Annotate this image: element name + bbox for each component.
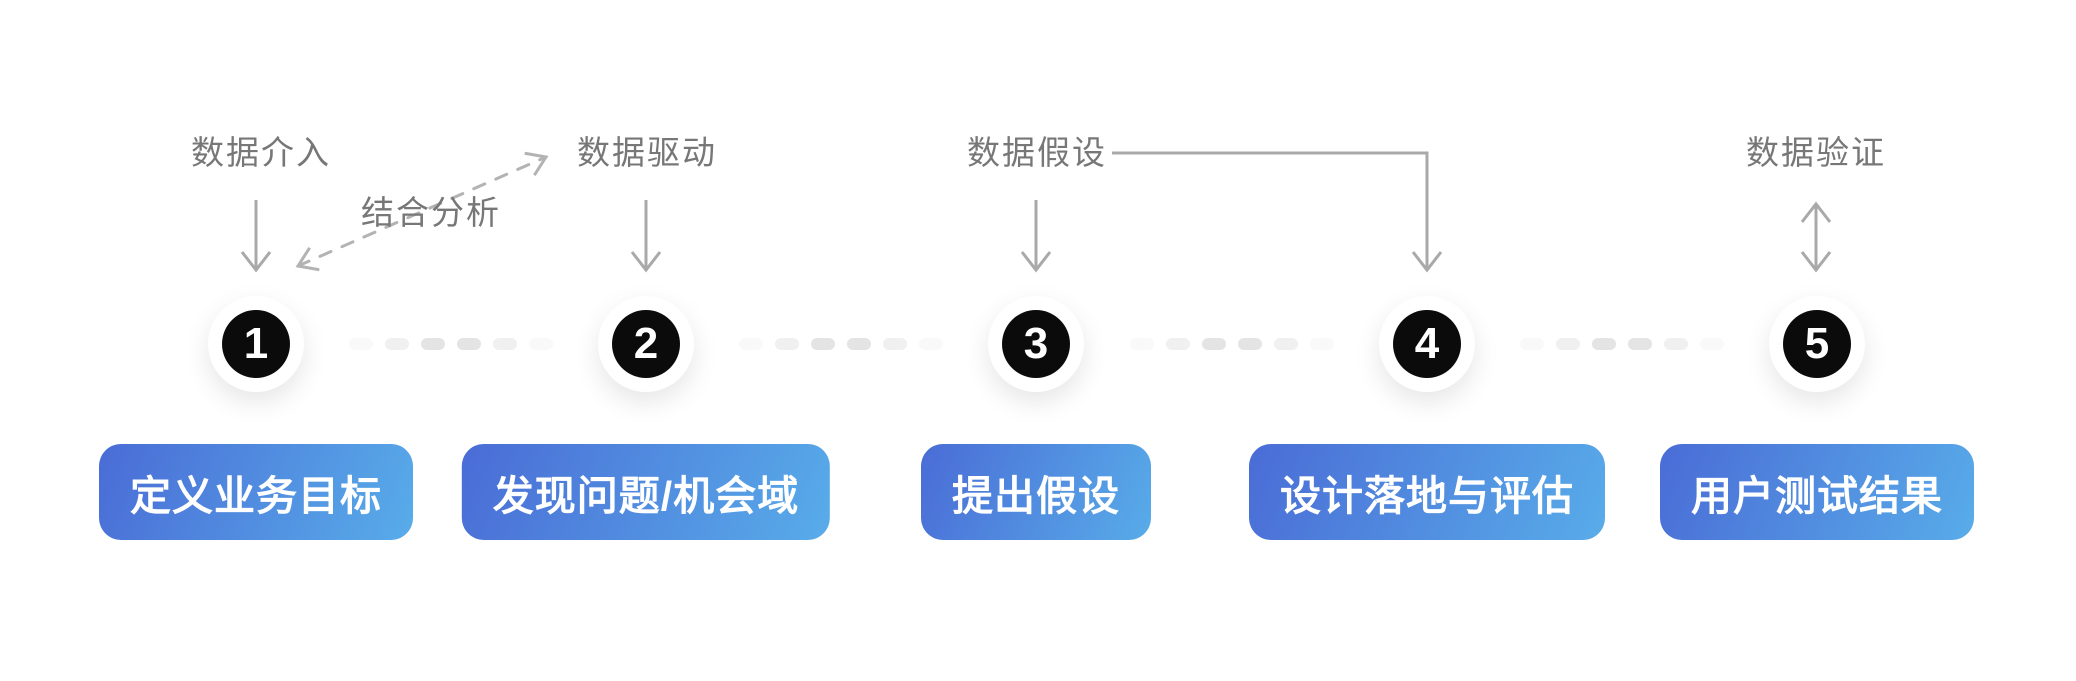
progress-dot (1664, 338, 1688, 350)
annotation-data-access: 数据介入 (191, 134, 331, 171)
progress-dot (349, 338, 373, 350)
progress-dot (493, 338, 517, 350)
elbow-arrow-hypothesis-to-step4 (1112, 151, 1443, 273)
step-circle-3: 3 (988, 296, 1084, 392)
step-label-design-implementation-evaluation: 设计落地与评估 (1249, 444, 1605, 540)
annotation-data-hypothesis: 数据假设 (967, 134, 1107, 171)
step-circle-5: 5 (1769, 296, 1865, 392)
step-number-2: 2 (612, 310, 680, 378)
dashed-double-arrow-combined-analysis (295, 151, 549, 272)
progress-dot (385, 338, 409, 350)
progress-dot (811, 338, 835, 350)
annotation-data-driven: 数据驱动 (577, 134, 717, 171)
progress-dot (1309, 338, 1334, 350)
progress-dot (847, 338, 871, 350)
progress-dot (1520, 338, 1544, 350)
progress-dot (1592, 338, 1616, 350)
progress-dot (1628, 338, 1652, 350)
progress-dot (1129, 338, 1154, 350)
annotation-combined-analysis: 结合分析 (361, 194, 501, 231)
step-number-1: 1 (222, 310, 290, 378)
progress-dot (919, 338, 943, 350)
progress-dot (1237, 338, 1262, 350)
step-label-define-business-goal: 定义业务目标 (99, 444, 413, 540)
step-label-find-problem-opportunity: 发现问题/机会域 (461, 444, 831, 540)
progress-dot (1556, 338, 1580, 350)
progress-dot (457, 338, 481, 350)
step-number-5: 5 (1783, 310, 1851, 378)
progress-dot (739, 338, 763, 350)
annotation-data-validation: 数据验证 (1746, 134, 1886, 171)
progress-dot (1165, 338, 1190, 350)
progress-dot (421, 338, 445, 350)
step-circle-2: 2 (598, 296, 694, 392)
step-label-user-test-results: 用户测试结果 (1660, 444, 1974, 540)
step-number-4: 4 (1393, 310, 1461, 378)
step-circle-1: 1 (208, 296, 304, 392)
progress-dot (883, 338, 907, 350)
step-label-propose-hypothesis: 提出假设 (921, 444, 1151, 540)
progress-dot (1700, 338, 1724, 350)
progress-dot (1201, 338, 1226, 350)
step-number-3: 3 (1002, 310, 1070, 378)
progress-dot (1273, 338, 1298, 350)
progress-dot (775, 338, 799, 350)
step-circle-4: 4 (1379, 296, 1475, 392)
progress-dot (529, 338, 553, 350)
